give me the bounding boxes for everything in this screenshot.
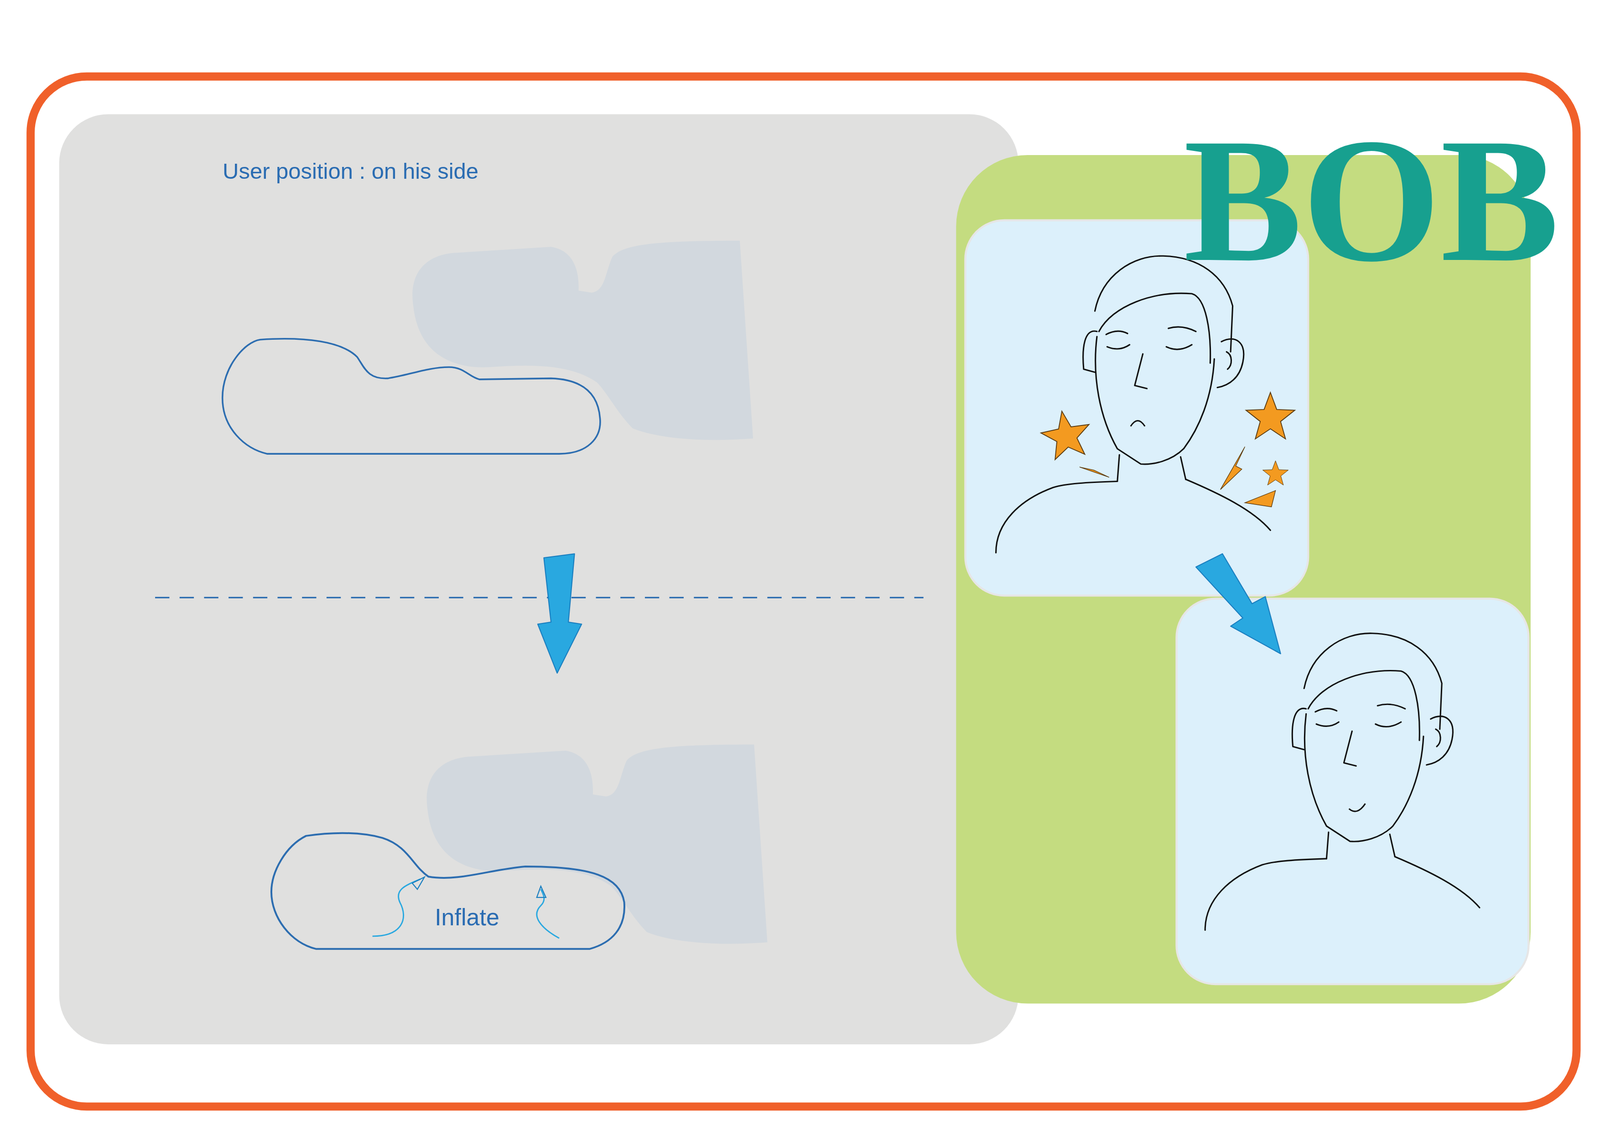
inflate-arrow [536,889,560,939]
pillow-outline [271,833,625,950]
panel-heading: User position : on his side [222,158,1019,184]
inflate-arrowhead [412,877,425,890]
pain-star [1246,392,1295,440]
brand-title: BOB [1183,110,1560,289]
outer-frame [30,76,1577,1107]
face-sketch [996,255,1271,553]
grey-panel [59,114,1019,1045]
pillow-outline [222,338,601,454]
face-card [1176,598,1529,985]
node-label: Inflate [303,903,631,932]
inflate-arrow [372,879,421,937]
frown-mouth [1130,420,1145,426]
down-arrow [537,553,582,674]
pain-shard [1079,467,1110,478]
panel-box: User position : on his sideInflate [59,114,1019,1045]
pain-shard [1220,446,1246,490]
inflate-arrowhead [536,886,546,898]
head-silhouette [412,240,754,441]
pillow-outline [267,827,631,955]
pain-star [1037,406,1094,462]
face-sketch [1205,633,1480,931]
pain-shard [1244,490,1276,508]
pain-star [1262,460,1289,485]
pillow-node: Inflate [267,827,631,955]
smile-mouth [1349,803,1366,812]
diagonal-arrow [1195,553,1281,654]
dashed-separator [155,597,924,599]
